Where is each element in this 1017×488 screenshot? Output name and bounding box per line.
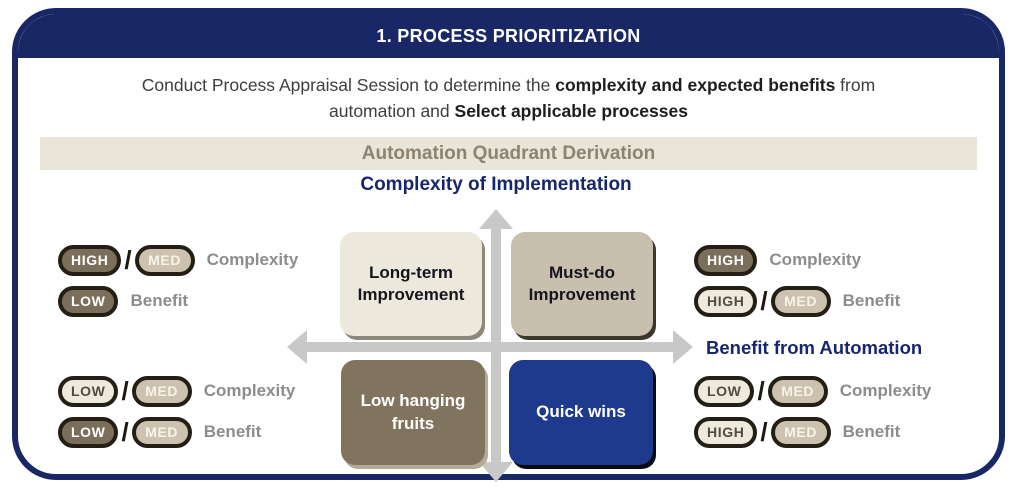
section-banner: Automation Quadrant Derivation	[40, 137, 977, 170]
intro-line1-bold: complexity and expected benefits	[555, 75, 836, 95]
legend-bottom-left: LOW / MED Complexity LOW / MED Benefit	[58, 375, 295, 457]
legend-row: HIGH / MED Benefit	[694, 416, 931, 448]
intro-line2-regular: automation and	[329, 101, 455, 121]
level-pill-low: LOW	[58, 375, 119, 407]
quadrant-long-term-improvement: Long-term Improvement	[340, 232, 482, 336]
slash-separator: /	[121, 376, 129, 406]
legend-row-label: Complexity	[206, 250, 299, 269]
level-pill-low: LOW	[58, 416, 119, 448]
level-pill-med: MED	[767, 375, 828, 407]
legend-row-label: Complexity	[769, 250, 862, 269]
intro-line1-regular: Conduct Process Appraisal Session to det…	[141, 75, 556, 95]
legend-row-label: Complexity	[203, 381, 296, 400]
legend-row-label: Benefit	[842, 422, 901, 441]
intro-text: Conduct Process Appraisal Session to det…	[0, 72, 1017, 124]
level-pill-med: MED	[131, 416, 192, 448]
legend-top-left: HIGH / MED Complexity LOW Benefit	[58, 244, 298, 326]
legend-row: HIGH / MED Benefit	[694, 285, 900, 317]
horizontal-axis-label: Benefit from Automation	[706, 337, 923, 358]
arrow-left-icon	[287, 330, 307, 364]
level-pill-low: LOW	[58, 285, 119, 317]
slash-separator: /	[757, 376, 765, 406]
level-pill-high: HIGH	[694, 285, 758, 317]
legend-row: LOW / MED Benefit	[58, 416, 295, 448]
level-pill-high: HIGH	[694, 416, 758, 448]
intro-line1-suffix: from	[835, 75, 876, 95]
legend-row: LOW / MED Complexity	[58, 375, 295, 407]
intro-line2-bold: Select applicable processes	[454, 101, 688, 121]
arrow-down-icon	[479, 462, 513, 482]
level-pill-med: MED	[770, 285, 831, 317]
header-bar: 1. PROCESS PRIORITIZATION	[18, 14, 999, 58]
level-pill-low: LOW	[694, 375, 755, 407]
level-pill-high: HIGH	[694, 244, 758, 276]
legend-row-label: Benefit	[842, 291, 901, 310]
legend-row: HIGH / MED Complexity	[58, 244, 298, 276]
legend-row: LOW Benefit	[58, 285, 298, 317]
slash-separator: /	[121, 417, 129, 447]
legend-row-label: Complexity	[839, 381, 932, 400]
legend-row-label: Benefit	[130, 291, 189, 310]
slash-separator: /	[760, 417, 768, 447]
legend-row: HIGH Complexity	[694, 244, 900, 276]
legend-top-right: HIGH Complexity HIGH / MED Benefit	[694, 244, 900, 326]
level-pill-med: MED	[770, 416, 831, 448]
quadrant-low-hanging-fruits: Low hanging fruits	[341, 360, 485, 465]
legend-row-label: Benefit	[203, 422, 262, 441]
banner-title: Automation Quadrant Derivation	[361, 142, 656, 164]
level-pill-med: MED	[134, 244, 195, 276]
legend-bottom-right: LOW / MED Complexity HIGH / MED Benefit	[694, 375, 931, 457]
vertical-axis-label: Complexity of Implementation	[360, 174, 632, 195]
arrow-right-icon	[673, 330, 693, 364]
arrow-up-icon	[479, 209, 513, 229]
quadrant-quick-wins: Quick wins	[509, 360, 653, 465]
quadrant-must-do-improvement: Must-do Improvement	[511, 232, 653, 336]
horizontal-axis-line	[306, 342, 674, 352]
slash-separator: /	[760, 286, 768, 316]
legend-row: LOW / MED Complexity	[694, 375, 931, 407]
page-title: 1. PROCESS PRIORITIZATION	[376, 25, 641, 46]
level-pill-med: MED	[131, 375, 192, 407]
level-pill-high: HIGH	[58, 244, 122, 276]
slash-separator: /	[124, 245, 132, 275]
